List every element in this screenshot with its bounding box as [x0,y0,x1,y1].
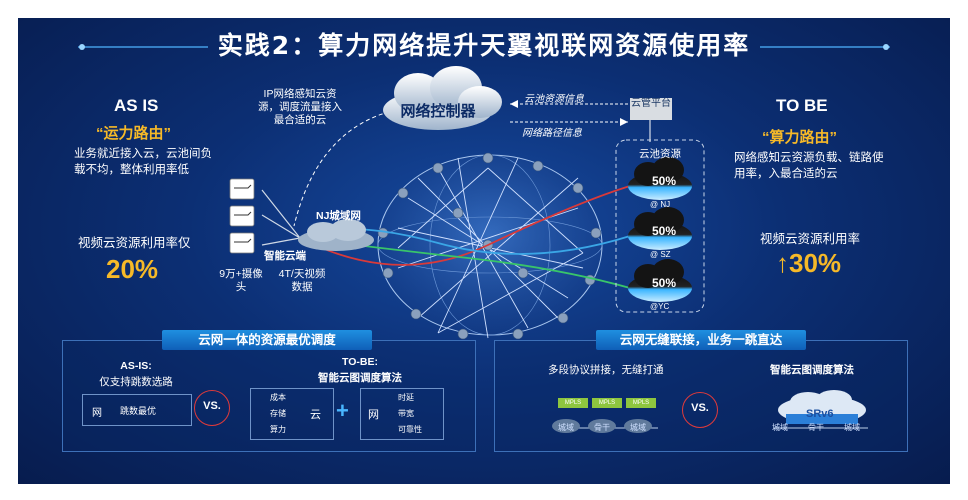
tobe-net-item: 可靠性 [398,425,422,434]
pool-nj-percent: 50% [652,174,677,188]
tobe-cloud-item: 成本 [270,393,286,402]
vs-left: VS. [203,400,221,412]
multi-protocol-label: 多段协议拼接，无缝打通 [548,364,664,376]
camera-count: 9万+摄像头 [219,268,263,293]
camera-icon [229,178,255,254]
pool-yc-location: @YC [650,302,670,311]
asis-hop-label: 跳数最优 [120,406,157,416]
controller-label: 网络控制器 [400,103,476,120]
to-be-metric-label: 视频云资源利用率 [760,232,861,246]
pool-cloud-nj [628,157,692,200]
slide: 实践2：算力网络提升天翼视联网资源使用率 AS IS “运力路由” 业务就近接入… [18,18,950,484]
tobe-title: TO-BE: [342,356,378,368]
path-info-label: 网络路径信息 [522,128,582,139]
as-is-subtitle: “运力路由” [96,125,172,142]
tobe-cloud-item: 存储 [270,409,286,418]
as-is-heading: AS IS [114,96,159,115]
as-is-metric-value: 20% [106,254,159,284]
cloud-mgmt-platform: 云管平台 [630,98,672,120]
vs-right: VS. [691,402,709,414]
right-section-bar: 云网无缝联接，业务一跳直达 [596,330,806,350]
pool-nj-location: @ NJ [650,200,671,209]
pool-info-label: 云池资源信息 [524,94,584,105]
vs-circle-left [194,390,230,426]
tobe-net-box [360,388,444,440]
node-label: 城域 [558,423,574,432]
asis-title: AS-IS: [120,360,152,372]
pool-cloud-yc [628,259,692,302]
network-diagram [229,66,705,340]
tobe-cloud-item: 算力 [270,425,286,434]
asis-net-label: 网 [92,408,102,419]
to-be-metric-value: ↑30% [776,248,842,278]
vs-circle-right [682,392,718,428]
srv6-label: SRv6 [806,408,834,420]
controller-cloud [383,66,502,130]
asis-box [82,394,192,426]
metro-cloud [298,219,374,251]
node-label: 城域 [630,423,646,432]
mpls-tag: MPLS [626,398,656,408]
pool-yc-percent: 50% [652,276,677,290]
smart-edge-label: 智能云端 [264,250,306,262]
left-bottom-panel [62,340,476,452]
pool-cloud-sz [628,207,692,250]
asis-desc: 仅支持跳数选路 [99,376,173,388]
as-is-description: 业务就近接入云，云池间负载不均，整体利用率低 [74,148,212,176]
mpls-tag: MPLS [592,398,622,408]
network-sphere [377,152,603,340]
tobe-net-item: 带宽 [398,409,414,418]
mpls-tag: MPLS [558,398,588,408]
tobe-net-item: 时延 [398,393,414,402]
tobe-cloud-box [250,388,334,440]
video-volume: 4T/天视频数据 [278,268,326,293]
algo-label: 智能云图调度算法 [770,364,854,376]
metro-network-label: NJ城域网 [316,210,361,222]
node-label: 骨干 [808,423,824,432]
pool-sz-location: @ SZ [650,250,671,259]
to-be-heading: TO BE [776,96,828,115]
plus-sign: + [336,398,349,423]
node-label: 城域 [844,423,860,432]
left-section-bar: 云网一体的资源最优调度 [162,330,372,350]
node-label: 骨干 [594,423,610,432]
pool-title: 云池资源 [639,148,681,160]
title-accent-lines [78,44,890,50]
tobe-desc: 智能云图调度算法 [318,372,402,384]
tobe-cloud-label: 云 [310,409,321,421]
node-label: 城域 [772,423,788,432]
page-title: 实践2：算力网络提升天翼视联网资源使用率 [217,31,751,60]
as-is-metric-label: 视频云资源利用率仅 [78,236,191,250]
to-be-subtitle: “算力路由” [762,129,838,146]
ip-network-note: IP网络感知云资源，调度流量接入最合适的云 [258,88,342,126]
pool-sz-percent: 50% [652,224,677,238]
path-compare-graphics [552,390,868,433]
tobe-net-label: 网 [368,409,379,421]
to-be-description: 网络感知云资源负载、链路使用率，入最合适的云 [734,152,884,180]
